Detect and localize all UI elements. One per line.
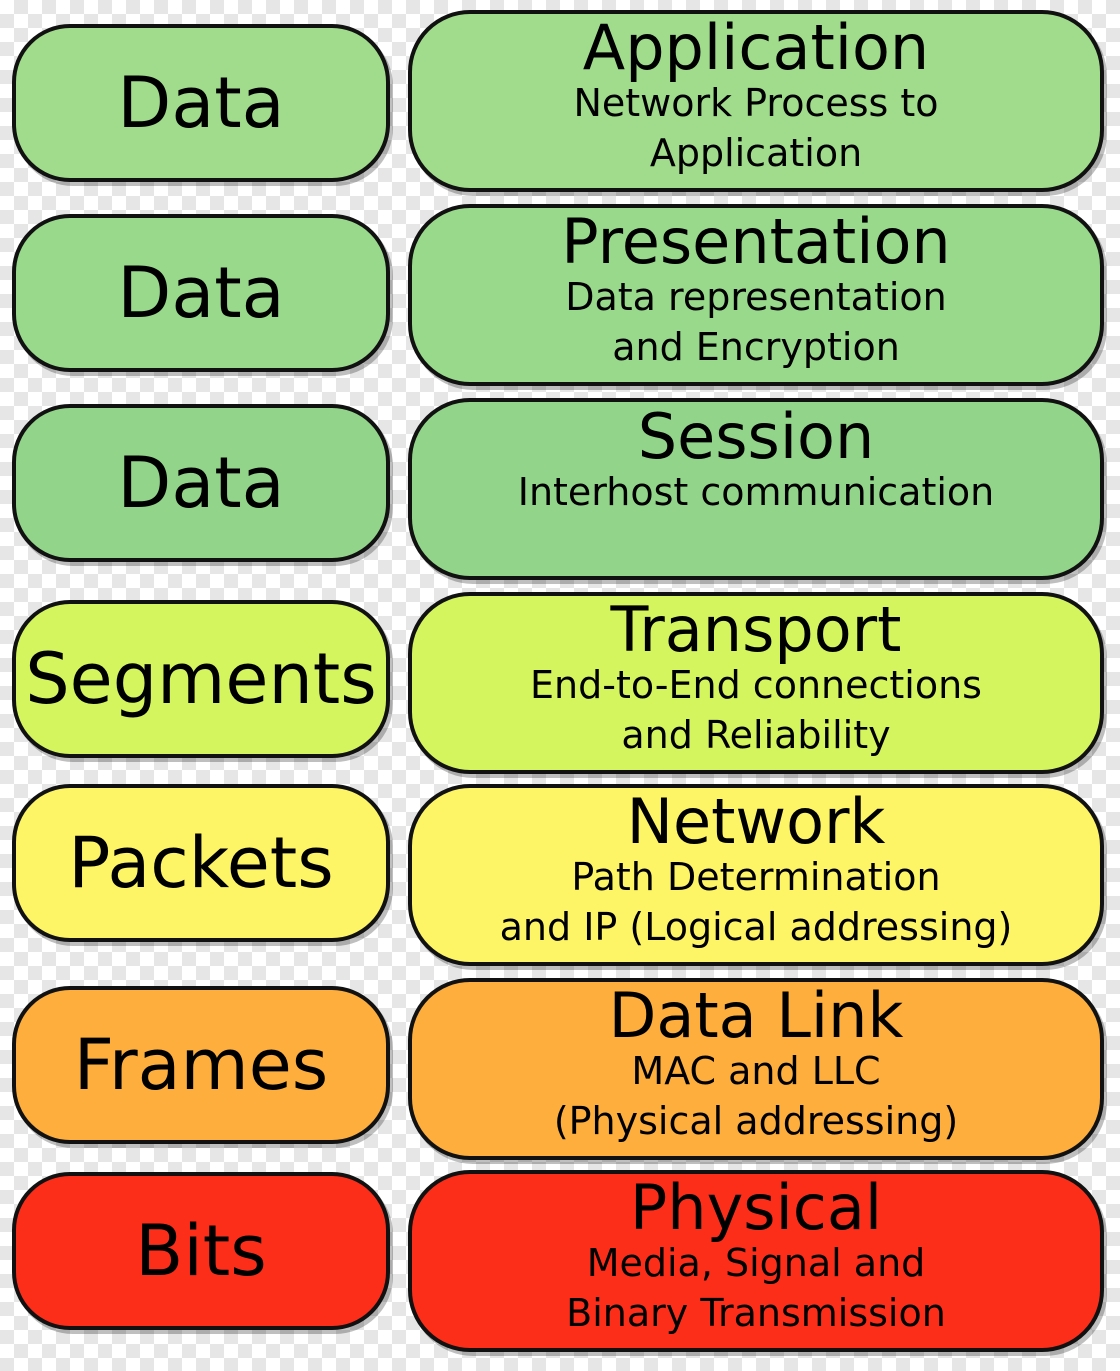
layer-name: Presentation	[561, 204, 951, 278]
layer-pill-application: Application Network Process to Applicati…	[408, 10, 1104, 192]
unit-label: Data	[117, 442, 285, 524]
unit-pill-data-presentation: Data	[12, 214, 390, 372]
layer-pill-session: Session Interhost communication	[408, 398, 1104, 580]
layer-desc-line-2: and Encryption	[612, 325, 900, 370]
layer-name: Network	[626, 784, 886, 858]
unit-pill-segments: Segments	[12, 600, 390, 758]
layer-desc-line-1: Interhost communication	[517, 469, 995, 514]
layer-desc-line-1: End-to-End connections	[530, 662, 982, 707]
layer-pill-transport: Transport End-to-End connections and Rel…	[408, 592, 1104, 774]
unit-label: Data	[117, 62, 285, 144]
layer-name: Data Link	[608, 978, 904, 1052]
unit-label: Segments	[25, 638, 377, 720]
layer-pill-presentation: Presentation Data representation and Enc…	[408, 204, 1104, 386]
layer-desc-line-1: MAC and LLC	[631, 1048, 881, 1093]
unit-pill-frames: Frames	[12, 986, 390, 1144]
layer-desc-line-2: and IP (Logical addressing)	[499, 905, 1013, 950]
layer-name: Application	[582, 10, 930, 84]
unit-pill-bits: Bits	[12, 1172, 390, 1330]
layer-desc-line-2: Binary Transmission	[566, 1291, 946, 1336]
layer-name: Physical	[629, 1170, 883, 1244]
unit-label: Packets	[68, 822, 334, 904]
layer-desc-line-1: Path Determination	[571, 854, 941, 899]
layer-desc-line-1: Network Process to	[573, 80, 939, 125]
layer-pill-data-link: Data Link MAC and LLC (Physical addressi…	[408, 978, 1104, 1160]
layer-desc-line-2: Application	[649, 131, 863, 176]
layer-desc-line-1: Media, Signal and	[586, 1240, 926, 1285]
unit-label: Frames	[73, 1024, 329, 1106]
unit-pill-packets: Packets	[12, 784, 390, 942]
layer-name: Session	[637, 400, 875, 473]
unit-label: Bits	[135, 1210, 267, 1292]
layer-desc-line-1: Data representation	[565, 274, 947, 319]
layer-name: Transport	[610, 592, 902, 666]
layer-desc-line-2: (Physical addressing)	[553, 1099, 959, 1144]
unit-pill-data-application: Data	[12, 24, 390, 182]
layer-desc-line-2: and Reliability	[621, 713, 891, 758]
unit-pill-data-session: Data	[12, 404, 390, 562]
unit-label: Data	[117, 252, 285, 334]
layer-pill-network: Network Path Determination and IP (Logic…	[408, 784, 1104, 966]
layer-pill-physical: Physical Media, Signal and Binary Transm…	[408, 1170, 1104, 1352]
